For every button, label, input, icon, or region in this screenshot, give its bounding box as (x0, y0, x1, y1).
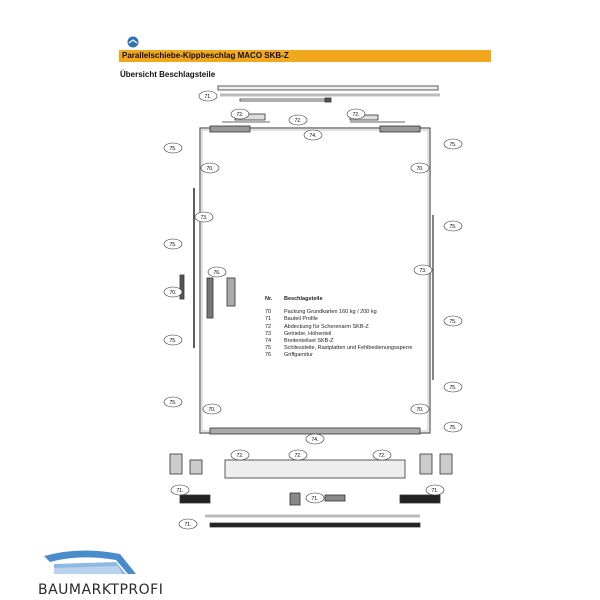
svg-text:73.: 73. (420, 268, 427, 274)
brand-name: BAUMARKTPROFI (38, 582, 164, 598)
svg-text:74.: 74. (310, 133, 317, 139)
svg-text:70.: 70. (207, 166, 214, 172)
legend-header-name: Beschlagsteile (284, 296, 323, 302)
callout-70-left: 70. (200, 162, 220, 174)
callout-72-b1: 72. (230, 449, 250, 461)
svg-text:75.: 75. (450, 224, 457, 230)
svg-text:75.: 75. (450, 385, 457, 391)
callout-74-bottom: 74. (305, 433, 325, 445)
callout-75-left4: 75. (163, 396, 183, 408)
callout-75-right1: 75. (443, 138, 463, 150)
maco-logo-icon (127, 36, 139, 48)
callout-72-left: 72. (230, 108, 250, 120)
svg-text:72.: 72. (237, 453, 244, 459)
callout-74-top: 74. (303, 129, 323, 141)
callout-75-left2: 75. (163, 238, 183, 250)
svg-text:70.: 70. (209, 407, 216, 413)
callout-72-b3: 72. (372, 449, 392, 461)
callout-75-left1: 75. (163, 142, 183, 154)
callout-76: 76. (207, 266, 227, 278)
svg-text:75.: 75. (170, 338, 177, 344)
svg-text:70.: 70. (417, 166, 424, 172)
title-banner: Parallelschiebe-Kippbeschlag MACO SKB-Z (119, 50, 491, 62)
callout-70-br: 70. (410, 403, 430, 415)
callout-72-mid: 72. (288, 114, 308, 126)
svg-text:71.: 71. (312, 496, 319, 502)
svg-text:75.: 75. (450, 142, 457, 148)
callout-75-right3: 75. (443, 315, 463, 327)
legend-header-nr: Nr. (265, 296, 273, 302)
hardware-diagram: 71. 72. 72. 72. 74. 75. 75. 70. 70. 73. … (163, 85, 463, 530)
page-subtitle: Übersicht Beschlagsteile (120, 70, 216, 79)
callout-71-b3: 71. (425, 484, 445, 496)
svg-text:75.: 75. (170, 400, 177, 406)
callout-72-b2: 72. (288, 449, 308, 461)
callout-73-right: 73. (413, 264, 433, 276)
callout-73-left: 73. (194, 211, 214, 223)
svg-text:72.: 72. (353, 112, 360, 118)
svg-text:70.: 70. (170, 290, 177, 296)
svg-text:71.: 71. (185, 522, 192, 528)
callout-71-b1: 71. (170, 484, 190, 496)
svg-text:75.: 75. (170, 146, 177, 152)
callout-70-right: 70. (410, 162, 430, 174)
svg-text:70.: 70. (417, 407, 424, 413)
callout-75-left3: 75. (163, 334, 183, 346)
svg-text:72.: 72. (237, 112, 244, 118)
svg-text:74.: 74. (312, 437, 319, 443)
roof-logo-icon (44, 550, 136, 574)
svg-text:73.: 73. (201, 215, 208, 221)
callout-70-side: 70. (163, 286, 183, 298)
legend-header: Nr. Beschlagsteile (265, 296, 414, 303)
svg-text:72.: 72. (379, 453, 386, 459)
callout-75-right2: 75. (443, 220, 463, 232)
svg-text:75.: 75. (450, 425, 457, 431)
svg-text:71.: 71. (432, 488, 439, 494)
callout-71-top: 71. (198, 90, 218, 102)
callout-75-right4: 75. (443, 381, 463, 393)
svg-text:75.: 75. (170, 242, 177, 248)
svg-text:72.: 72. (295, 118, 302, 124)
svg-text:75.: 75. (450, 319, 457, 325)
svg-text:71.: 71. (205, 94, 212, 100)
svg-text:76.: 76. (214, 270, 221, 276)
callout-71-bottom: 71. (178, 518, 198, 530)
callout-75-right5: 75. (443, 421, 463, 433)
callout-70-bl: 70. (202, 403, 222, 415)
brand-logo: BAUMARKTPROFI (28, 548, 168, 598)
callout-71-b2: 71. (305, 492, 325, 504)
callout-72-right: 72. (346, 108, 366, 120)
svg-text:71.: 71. (177, 488, 184, 494)
svg-text:72.: 72. (295, 453, 302, 459)
page-title: Parallelschiebe-Kippbeschlag MACO SKB-Z (122, 51, 289, 60)
